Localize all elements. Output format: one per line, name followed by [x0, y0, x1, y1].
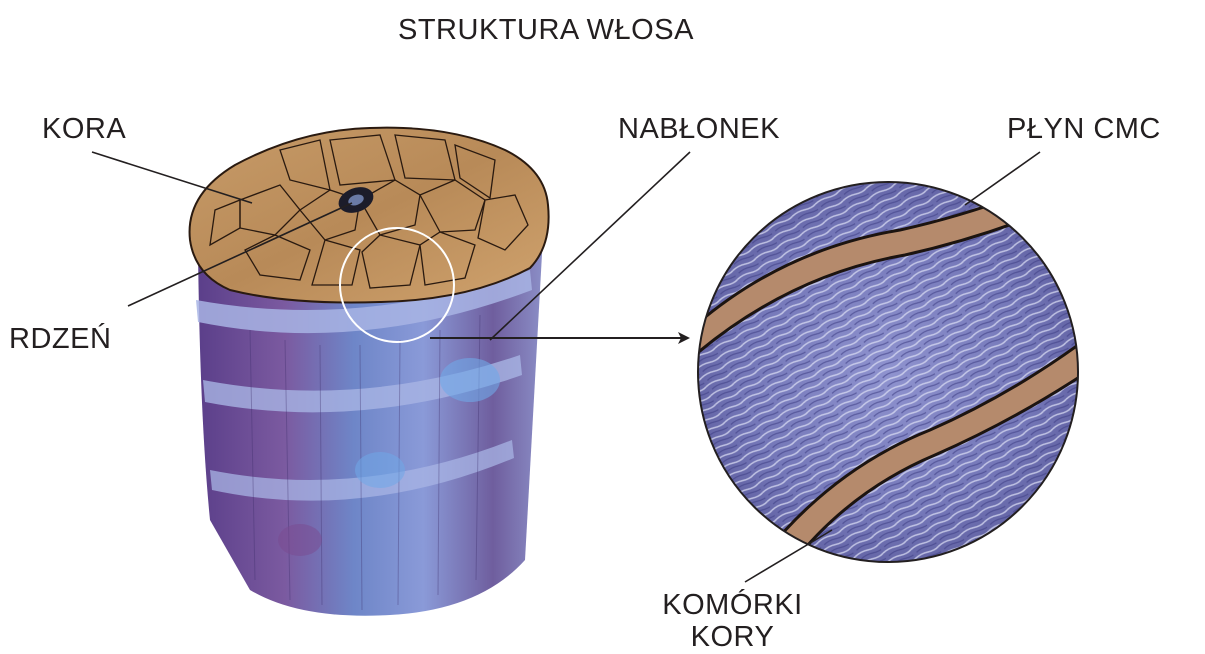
label-komorki-kory-line2: KORY	[630, 621, 835, 653]
leader-line-plyn-cmc	[965, 152, 1040, 205]
label-komorki-kory: KOMÓRKI KORY	[630, 589, 835, 654]
hair-cortex-cross-section	[190, 128, 549, 303]
magnified-cortex-view	[690, 170, 1090, 580]
label-plyn-cmc: PŁYN CMC	[1007, 115, 1161, 144]
label-nablonek: NABŁONEK	[618, 115, 780, 144]
leader-line-komorki-kory	[745, 530, 832, 582]
label-rdzen: RDZEŃ	[9, 325, 111, 354]
label-komorki-kory-line1: KOMÓRKI	[630, 589, 835, 621]
label-kora: KORA	[42, 115, 126, 144]
diagram-title: STRUKTURA WŁOSA	[398, 16, 694, 45]
